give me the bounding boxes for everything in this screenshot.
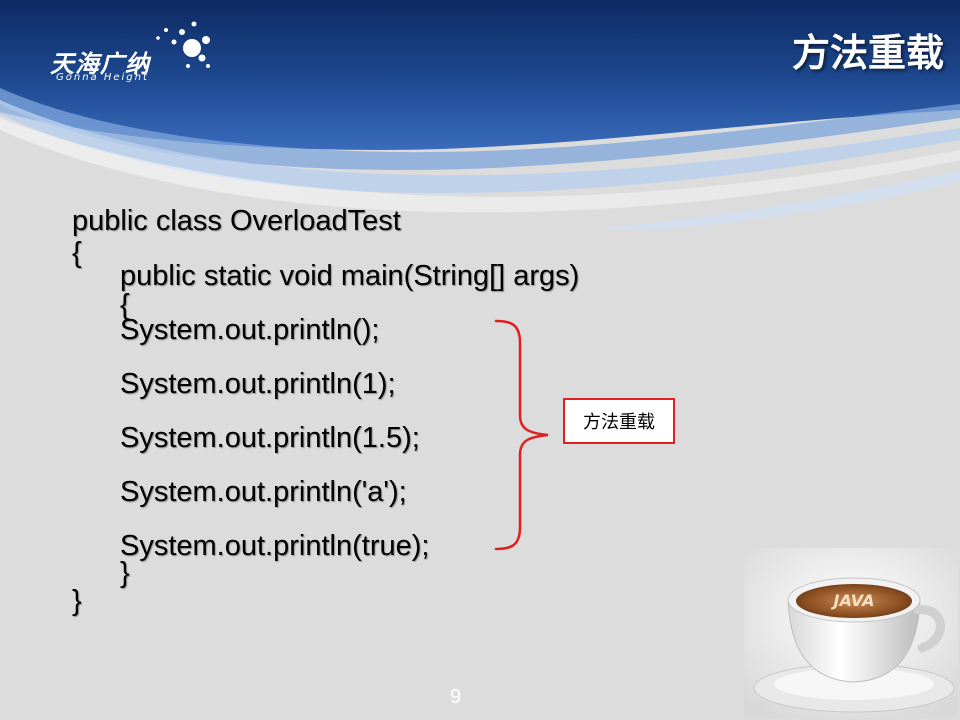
code-line-8: System.out.println('a'); [120,476,407,508]
code-line-6: System.out.println(1); [120,368,396,400]
code-line-9: System.out.println(true); [120,530,430,562]
code-line-11: } [72,585,82,617]
logo-main-text: 天海广纳 [50,50,150,78]
java-coffee-cup-icon: JAVA [744,548,958,718]
code-line-2: { [72,237,82,269]
logo-bubbles-icon [156,21,210,68]
header-banner [0,0,960,230]
logo-sub-text: Gonna Height [56,72,149,83]
overload-callout-box: 方法重载 [563,398,675,444]
java-latte-text: JAVA [831,591,875,610]
code-line-3: public static void main(String[] args) [120,260,580,292]
code-line-4: { [120,289,130,321]
code-line-7: System.out.println(1.5); [120,422,420,454]
overload-brace-icon [494,319,549,551]
page-number: 9 [450,686,462,708]
code-line-10: } [120,557,130,589]
code-line-1: public class OverloadTest [72,205,401,237]
slide-title: 方法重载 [791,31,944,75]
code-line-5: System.out.println(); [120,314,380,346]
logo: 天海广纳 Gonna Height [46,18,216,88]
